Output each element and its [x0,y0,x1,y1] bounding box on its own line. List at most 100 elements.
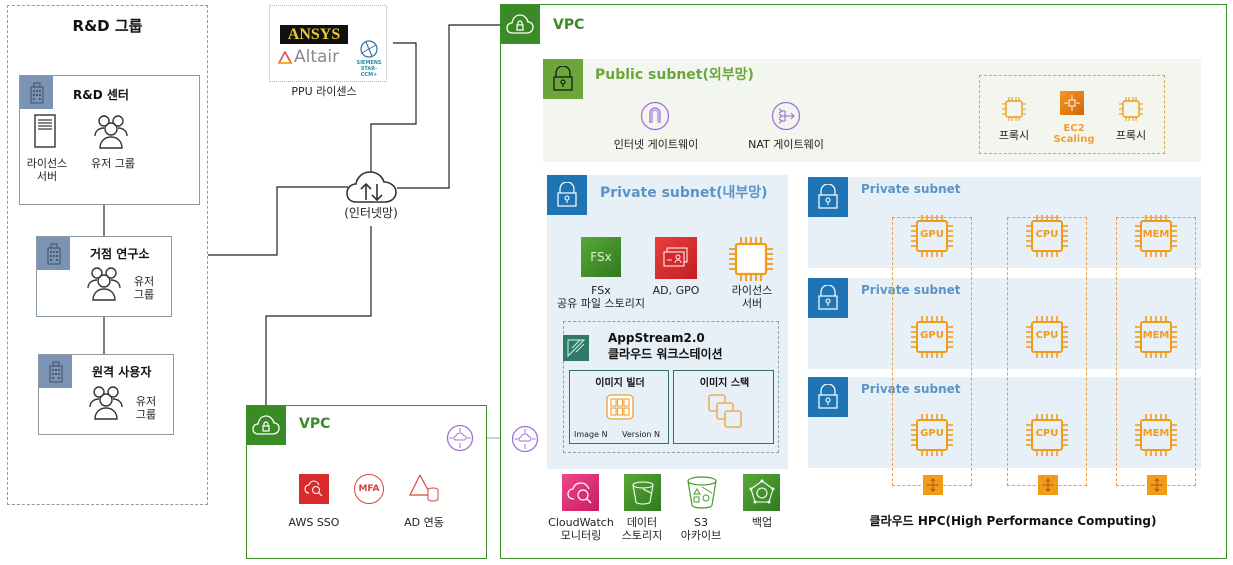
link-internet-smallvpc [265,226,372,405]
lock-icon [808,377,848,417]
vpc-peering-icon[interactable] [446,424,474,456]
building-icon [39,355,72,388]
hpc-subnet-label: Private subnet [861,182,961,196]
gpu-label: GPU [920,330,944,341]
data-storage-label: 데이터 스토리지 [621,516,663,542]
user-group-label: 유저 그룹 [91,157,135,170]
rnd-group-boundary [7,5,208,505]
internet-gateway-icon [640,101,670,135]
ansys-logo: ANSYS [280,25,348,44]
auth-vpc-label: VPC [299,416,331,432]
lock-icon [808,278,848,318]
user-group-icon [85,266,123,306]
cpu-label: CPU [1035,330,1059,341]
hpc-subnet-2: Private subnet [808,278,1201,369]
rnd-center-title: R&D 센터 [73,88,129,102]
link-rnd-internet [208,186,348,256]
hpc-subnet-label: Private subnet [861,283,961,297]
siemens-logo: SIEMENS STAR-CCM+ [356,60,382,78]
nat-gateway-label: NAT 게이트웨이 [748,138,824,151]
mfa-icon: MFA [354,474,384,504]
building-icon [37,237,70,270]
branch-lab-box: 거점 연구소 유저 그룹 [36,236,172,317]
user-group-icon [92,114,130,154]
sso-icon [299,474,329,504]
directory-service-icon [408,473,440,507]
image-builder-label: 이미지 빌더 [595,378,645,389]
main-vpc-label: VPC [553,17,585,33]
appstream-icon [563,335,589,361]
ad-integration-label: AD 연동 [404,516,444,529]
gpu-instance-icon: GPU [909,412,955,458]
fsx-label: FSx 공유 파일 스토리지 [557,284,645,310]
public-subnet: Public subnet(외부망) 인터넷 게이트웨이 NAT 게이트웨이 프… [543,59,1201,162]
mem-label: MEM [1142,330,1170,341]
vpc-peering-icon[interactable] [511,425,539,457]
branch-lab-title: 거점 연구소 [90,247,150,261]
hpc-subnet-1: Private subnet [808,177,1201,268]
hpc-caption: 클라우드 HPC(High Performance Computing) [869,514,1157,528]
proxy-scaling-group: 프록시 EC2 Scaling 프록시 [979,75,1165,154]
lock-icon [547,175,587,215]
nat-gateway-icon [771,101,801,135]
building-icon [20,76,53,109]
gpu-label: GPU [920,428,944,439]
mem-instance-icon: MEM [1133,314,1179,360]
cpu-label: CPU [1035,428,1059,439]
link-internet-vpc [397,24,500,189]
image-stack-icon [708,394,746,436]
cpu-instance-icon: CPU [1024,314,1070,360]
backup-label: 백업 [751,516,773,529]
private-subnet-internal-label: Private subnet(내부망) [600,185,768,201]
directory-icon [655,237,697,279]
remote-user-box: 원격 사용자 유저 그룹 [38,354,174,435]
hpc-subnet-label: Private subnet [861,382,961,396]
gpu-instance-icon: GPU [909,213,955,259]
public-subnet-label: Public subnet(외부망) [595,67,754,83]
version-n-label: Version N [622,430,660,439]
rnd-center-box: R&D 센터 라이선스 서버 유저 그룹 [19,75,200,205]
ec2-scaling-label: EC2 Scaling [1053,123,1095,145]
license-server-icon [34,114,56,152]
s3-bucket-icon [624,474,661,511]
s3-archive-label: S3 아카이브 [680,516,722,542]
mem-instance-icon: MEM [1133,412,1179,458]
autoscaling-icon [1038,475,1058,495]
altair-logo-icon [277,50,293,69]
lock-icon [543,59,583,99]
proxy-label: 프록시 [1115,129,1147,142]
remote-user-title: 원격 사용자 [92,365,152,379]
user-group-label: 유저 그룹 [135,395,157,421]
mem-instance-icon: MEM [1133,213,1179,259]
appstream-group: AppStream2.0 클라우드 워크스테이션 이미지 빌더 Image N … [563,321,779,453]
appstream-title: AppStream2.0 클라우드 워크스테이션 [608,331,723,361]
ppu-license-box: ANSYS Altair SIEMENS STAR-CCM+ [269,5,387,82]
cpu-label: CPU [1035,229,1059,240]
image-builder-icon [606,394,634,424]
user-group-icon [87,385,125,425]
proxy-instance-icon [1118,96,1144,126]
ppu-license-label: PPU 라이센스 [291,85,357,98]
cpu-instance-icon: CPU [1024,412,1070,458]
image-stack-label: 이미지 스택 [699,378,750,389]
image-builder-box: 이미지 빌더 Image N Version N [569,370,669,444]
license-server-label: 라이선스 서버 [26,157,68,183]
vpc-cloud-lock-icon [246,405,286,445]
license-server-label: 라이선스 서버 [731,284,773,310]
gpu-instance-icon: GPU [909,314,955,360]
sso-label: AWS SSO [288,516,340,529]
backup-icon [743,474,780,511]
vpc-cloud-lock-icon [500,4,540,44]
user-group-label: 유저 그룹 [133,275,155,301]
mem-label: MEM [1142,229,1170,240]
s3-glacier-icon [684,474,721,515]
auth-vpc: VPC MFA AWS SSO AD 연동 [246,405,487,559]
proxy-instance-icon [1001,96,1027,126]
autoscaling-icon [923,475,943,495]
image-stack-box: 이미지 스택 [673,370,774,444]
ec2-autoscaling-icon [1060,91,1084,115]
cloudwatch-icon [562,474,599,511]
hpc-subnet-3: Private subnet [808,377,1201,468]
ad-gpo-label: AD, GPO [652,284,700,297]
mem-label: MEM [1142,428,1170,439]
